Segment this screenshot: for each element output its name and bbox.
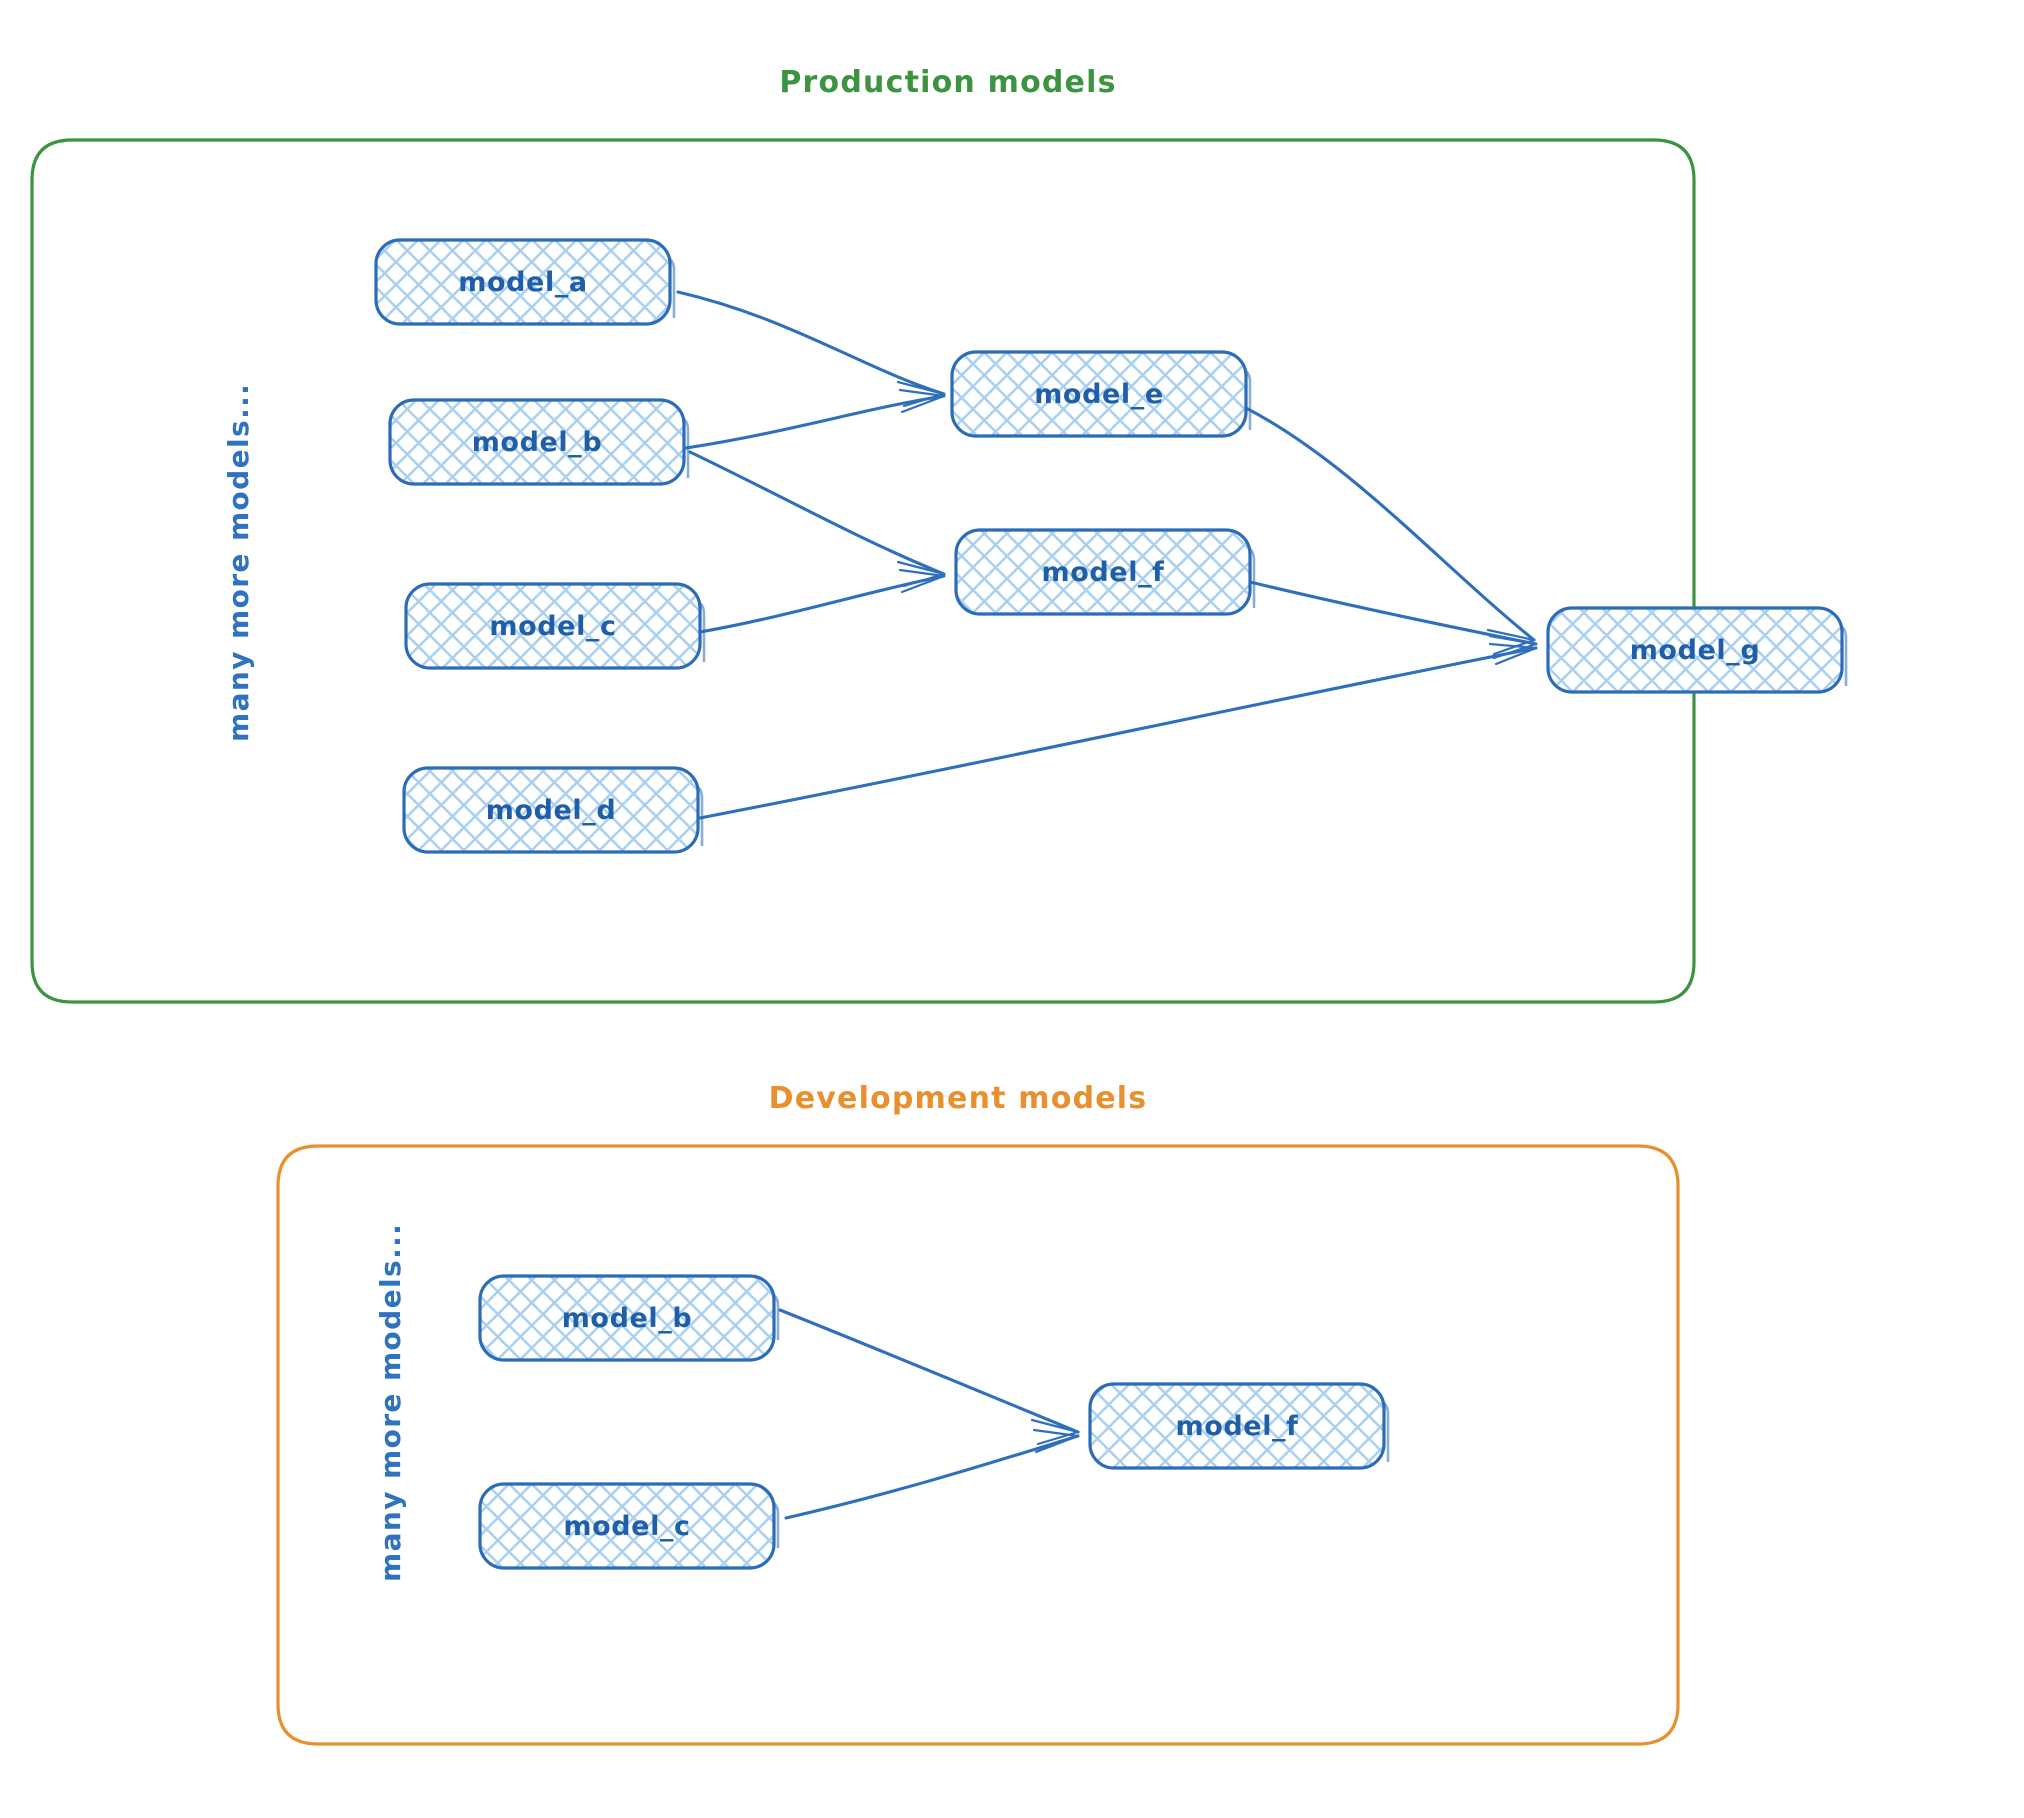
production-group-title: Production models — [779, 65, 1116, 100]
node-label: model_g — [1630, 635, 1761, 666]
edge-model-e-to-model-g — [1244, 406, 1536, 656]
edge-model-b-to-model-e — [684, 388, 946, 450]
node-box[interactable] — [374, 238, 672, 326]
node-prod-model-c[interactable]: model_c — [404, 582, 706, 670]
edge-model-b-to-model-f — [688, 450, 946, 588]
edge-dev-model-c-to-model-f — [784, 1428, 1080, 1520]
node-box[interactable] — [950, 350, 1248, 438]
edge-dev-model-b-to-model-f — [778, 1308, 1080, 1446]
node-dev-model-c[interactable]: model_c — [478, 1482, 780, 1570]
edge-model-a-to-model-e — [676, 290, 946, 408]
node-box[interactable] — [402, 766, 700, 854]
node-box[interactable] — [954, 528, 1252, 616]
node-prod-model-d[interactable]: model_d — [402, 766, 704, 854]
production-group-border — [30, 138, 1696, 1004]
group-production: Production models many more models... — [30, 65, 1848, 1004]
node-label: model_f — [1041, 557, 1164, 588]
node-box[interactable] — [1546, 606, 1844, 694]
node-box[interactable] — [478, 1482, 776, 1570]
node-prod-model-f[interactable]: model_f — [954, 528, 1256, 616]
production-edges — [676, 290, 1538, 820]
production-side-label: many more models... — [222, 383, 255, 742]
node-label: model_a — [458, 267, 588, 298]
node-label: model_c — [563, 1511, 690, 1542]
group-development: Development models many more models... m… — [276, 1081, 1680, 1746]
node-dev-model-b[interactable]: model_b — [478, 1274, 780, 1362]
edge-model-f-to-model-g — [1248, 580, 1538, 660]
edge-model-c-to-model-f — [698, 568, 946, 634]
node-prod-model-b[interactable]: model_b — [388, 398, 690, 486]
node-prod-model-g[interactable]: model_g — [1546, 606, 1848, 694]
development-group-border — [276, 1144, 1680, 1746]
development-side-label: many more models... — [374, 1223, 407, 1582]
node-box[interactable] — [1088, 1382, 1386, 1470]
edge-model-d-to-model-g — [698, 642, 1538, 820]
node-label: model_b — [472, 427, 603, 458]
node-label: model_c — [489, 611, 616, 642]
node-dev-model-f[interactable]: model_f — [1088, 1382, 1390, 1470]
development-group-title: Development models — [769, 1081, 1148, 1116]
node-label: model_b — [562, 1303, 693, 1334]
node-label: model_e — [1034, 379, 1164, 410]
node-box[interactable] — [388, 398, 686, 486]
node-prod-model-e[interactable]: model_e — [950, 350, 1252, 438]
node-box[interactable] — [478, 1274, 776, 1362]
node-label: model_f — [1175, 1411, 1298, 1442]
development-edges — [778, 1308, 1080, 1520]
node-box[interactable] — [404, 582, 702, 670]
node-label: model_d — [486, 795, 617, 826]
node-prod-model-a[interactable]: model_a — [374, 238, 676, 326]
